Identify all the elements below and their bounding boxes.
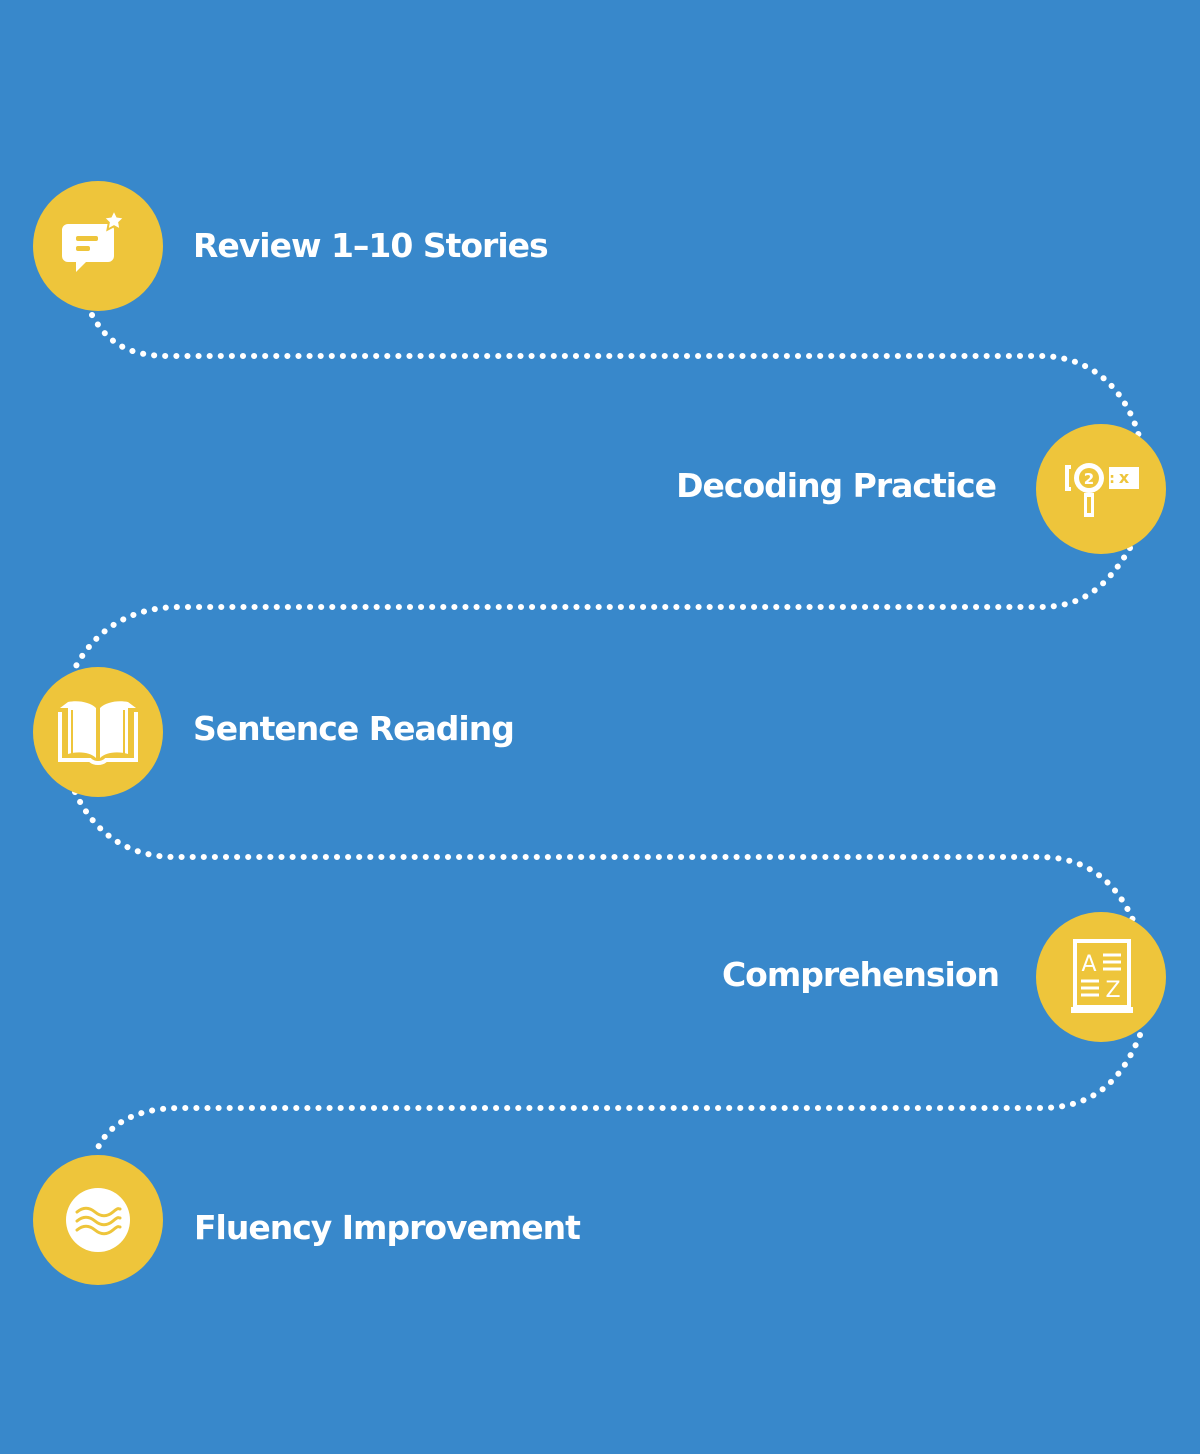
step-1-label: Review 1–10 Stories (193, 226, 549, 265)
open-book-icon (58, 701, 138, 766)
step-2-circle: x : 2 (1036, 424, 1166, 554)
step-3-label: Sentence Reading (193, 709, 515, 748)
step-5-label: Fluency Improvement (194, 1208, 581, 1247)
svg-text:A: A (1081, 952, 1096, 977)
waves-icon (66, 1188, 130, 1252)
svg-text:x: x (1119, 468, 1130, 487)
svg-text::: : (1109, 471, 1115, 487)
step-2-label: Decoding Practice (676, 466, 997, 505)
step-4-label: Comprehension (721, 955, 1000, 994)
a-z-book-icon: A Z (1071, 939, 1133, 1013)
step-1-circle (33, 181, 163, 311)
svg-text:Z: Z (1105, 978, 1120, 1003)
chat-star-icon (62, 207, 127, 272)
magnifier-number-icon: x : 2 (1065, 463, 1139, 517)
svg-text:2: 2 (1084, 470, 1094, 488)
step-5-circle (33, 1155, 163, 1285)
step-3-circle (33, 667, 163, 797)
step-4-circle: A Z (1036, 912, 1166, 1042)
